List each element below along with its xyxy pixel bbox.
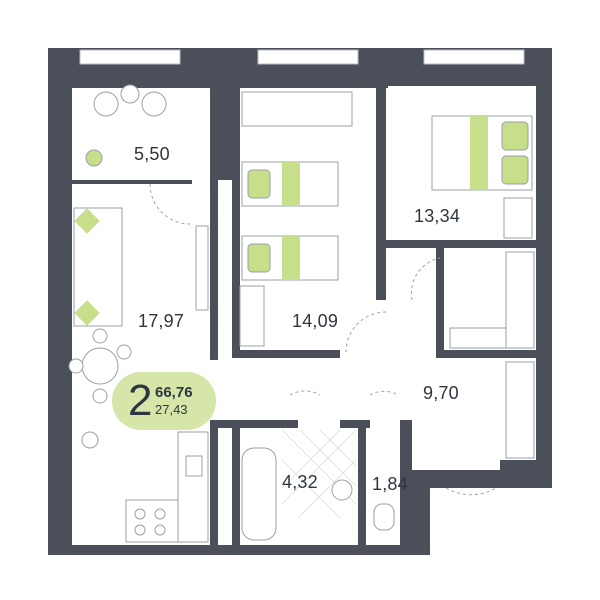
window-children xyxy=(257,49,359,65)
desk-bedroom xyxy=(503,197,533,239)
total-area: 66,76 xyxy=(155,384,193,401)
toilet xyxy=(373,503,395,531)
plant-icon-kitchen xyxy=(81,431,99,449)
dining-table xyxy=(68,328,132,404)
window-balcony xyxy=(79,49,181,65)
sofa xyxy=(73,207,123,327)
room-area-living: 17,97 xyxy=(138,311,185,331)
tv-unit xyxy=(195,225,209,311)
desk-children xyxy=(241,91,353,127)
balcony-chairs xyxy=(93,84,167,117)
bed-single-2 xyxy=(241,235,339,281)
kitchen-counter xyxy=(125,431,209,543)
bed-single-1 xyxy=(241,161,339,207)
plant-icon xyxy=(85,149,103,167)
bathtub xyxy=(241,447,277,541)
room-area-hall: 9,70 xyxy=(423,383,459,403)
bed-double xyxy=(431,115,533,191)
room-area-bathroom: 4,32 xyxy=(282,472,318,492)
wardrobes xyxy=(239,251,535,459)
door-swings xyxy=(149,183,497,496)
room-area-balcony: 5,50 xyxy=(134,144,170,164)
summary-badge xyxy=(112,372,216,430)
interior-walls xyxy=(72,88,536,545)
room-area-bedroom: 13,34 xyxy=(414,206,461,226)
washing-machine xyxy=(331,479,353,501)
living-area: 27,43 xyxy=(155,402,188,417)
room-area-children: 14,09 xyxy=(292,311,339,331)
room-area-toilet: 1,84 xyxy=(372,474,408,494)
window-bedroom xyxy=(423,49,525,65)
rooms-count: 2 xyxy=(128,376,153,425)
